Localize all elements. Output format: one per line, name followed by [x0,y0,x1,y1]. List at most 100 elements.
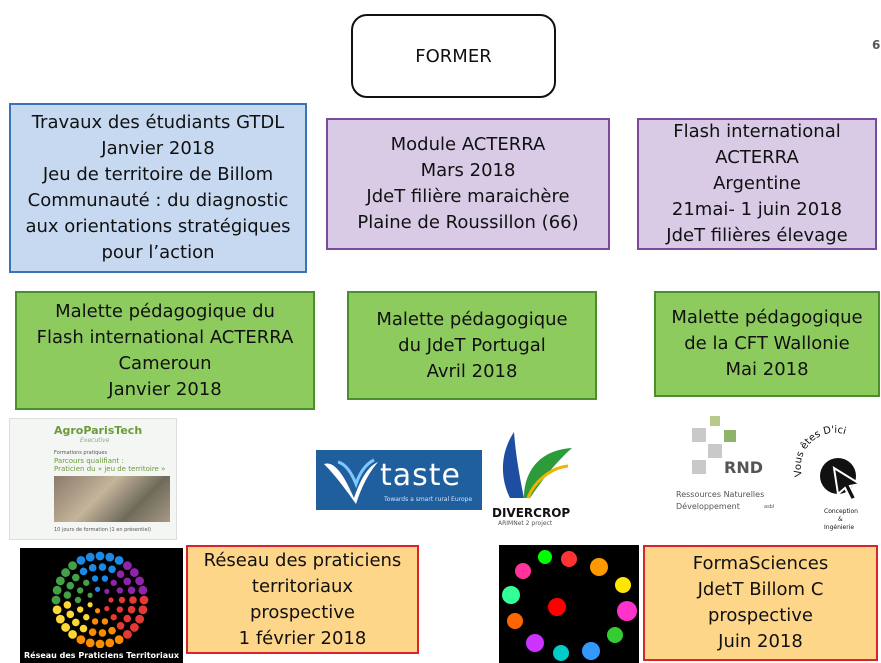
divercrop-sub: ARIMNet 2 project [498,520,553,527]
logo-dot [72,573,80,582]
logo-dot [85,638,95,648]
logo-dot [55,576,65,586]
rnd-logo: RND Ressources Naturelles Développement … [672,408,782,526]
logo-dot [123,630,132,639]
logo-dot [85,552,95,562]
logo-dot [104,606,110,612]
logo-dot [88,564,97,572]
reseau-box: Réseau des praticiens territoriaux prosp… [186,545,419,654]
flash-argentine-line: Flash international [673,121,841,142]
flash-argentine-line: ACTERRA [715,147,799,168]
rnd-line: Développement [676,502,740,511]
gtdl-line: Communauté : du diagnostic [27,190,289,211]
acterra-module-line: JdeT filière maraichère [366,186,570,207]
logo-dot [135,614,145,624]
logo-dot [104,588,110,594]
wallonie-line: Mai 2018 [725,359,809,380]
rnd-name: RND [724,458,763,477]
formasciences-line: Juin 2018 [718,631,803,652]
cameroun-line: Flash international ACTERRA [36,326,294,348]
logo-dot [61,623,70,632]
logo-dot [101,618,109,625]
logo-dot [68,630,77,639]
logo-dot [130,623,139,632]
logo-dot [76,587,84,594]
formasciences-line: FormaSciences [692,553,829,574]
vous-etes-line: & [838,516,843,523]
gtdl-line: aux orientations stratégiques [25,216,291,237]
reseau-line: 1 février 2018 [238,627,367,649]
logo-dot [123,614,132,623]
flash-argentine-box: Flash international ACTERRA Argentine 21… [637,118,877,250]
logo-dot [87,602,93,608]
divercrop-name: DIVERCROP [492,506,571,520]
logo-dot [108,597,114,603]
acterra-module-box: Module ACTERRA Mars 2018 JdeT filière ma… [326,118,610,250]
wallonie-box: Malette pédagogique de la CFT Wallonie M… [654,291,880,397]
acterra-module-line: Mars 2018 [420,160,516,181]
logo-dot [116,606,124,613]
page-title: FORMER [415,45,492,67]
gtdl-line: pour l’action [101,242,215,263]
logo-dot [98,629,107,637]
divercrop-logo: DIVERCROP ARIMNet 2 project [490,428,576,528]
formasciences-line: prospective [707,605,813,626]
formasciences-box: FormaSciences JdetT Billom C prospective… [643,545,878,661]
logo-dot [79,567,88,576]
agroparistech-brand: AgroParisTech [54,424,143,437]
cameroun-line: Cameroun [118,352,212,374]
formasciences-logo [499,545,639,663]
vous-etes-dici-logo: Vous êtes D'ici Conception & Ingénierie [790,418,880,540]
logo-dot [135,576,145,586]
logo-dot [91,575,99,582]
page-number: 6 [872,38,881,52]
gtdl-line: Travaux des étudiants GTDL [31,112,285,133]
logo-dot [51,595,61,605]
logo-dot [108,626,116,635]
logo-dot [105,638,115,648]
logo-dot [123,561,132,570]
brochure-line: Formations pratiques [54,450,108,456]
logo-dot [114,635,124,645]
logo-dot [76,635,86,645]
logo-dot [91,618,99,625]
agroparistech-brochure: AgroParisTech Executive Formations prati… [9,418,177,540]
portugal-line: Avril 2018 [426,360,518,382]
logo-dot [94,586,101,592]
portugal-box: Malette pédagogique du JdeT Portugal Avr… [347,291,597,400]
ring-dots-icon [502,550,637,661]
logo-dot [66,610,75,619]
logo-dot [138,605,148,615]
logo-dot [83,579,90,586]
dots-circle-icon [51,551,149,649]
wallonie-line: de la CFT Wallonie [684,333,850,354]
logo-dot [114,555,124,565]
logo-dot [118,596,126,604]
reseau-logo-caption: Réseau des Praticiens Territoriaux [24,651,179,660]
gtdl-line: Janvier 2018 [101,138,215,159]
logo-dot [74,596,82,604]
logo-dot [88,628,97,636]
taste-logo: taste Towards a smart rural Europe [316,450,482,510]
agroparistech-sub: Executive [80,437,110,444]
taste-tagline: Towards a smart rural Europe [384,496,473,503]
acterra-module-line: Plaine de Roussillon (66) [357,212,579,233]
logo-dot [76,555,86,565]
brochure-photo [54,476,170,522]
logo-dot [127,586,136,595]
rnd-line: Ressources Naturelles [676,490,765,499]
logo-dot [76,606,84,613]
logo-dot [130,568,139,577]
logo-dot [127,605,136,614]
gtdl-box: Travaux des étudiants GTDL Janvier 2018 … [9,103,307,273]
gtdl-line: Jeu de territoire de Billom [42,164,274,185]
logo-dot [116,622,125,630]
logo-dot [52,585,62,595]
logo-dot [108,565,116,574]
brochure-line: Praticien du « jeu de territoire » [54,465,166,473]
logo-dot [72,618,80,627]
flash-argentine-line: JdeT filières élevage [666,225,848,246]
logo-dot [139,595,149,605]
logo-dot [95,639,105,649]
portugal-line: Malette pédagogique [376,308,568,330]
